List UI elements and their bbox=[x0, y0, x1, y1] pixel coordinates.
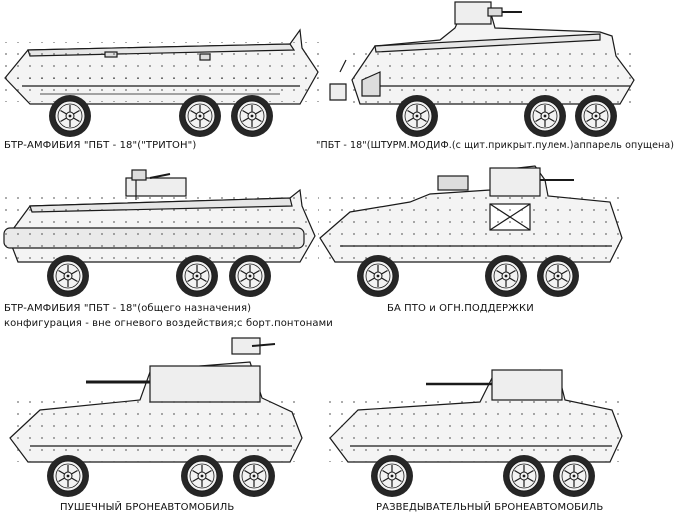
caption-gun-car: ПУШЕЧНЫЙ БРОНЕАВТОМОБИЛЬ bbox=[60, 502, 235, 513]
caption-general-line1: БТР-АМФИБИЯ "ПБТ - 18"(общего назначения… bbox=[4, 303, 252, 314]
caption-recon-car: РАЗВЕДЫВАТЕЛЬНЫЙ БРОНЕАВТОМОБИЛЬ bbox=[376, 502, 604, 513]
vehicle-gun-car bbox=[8, 337, 304, 463]
caption-support: БА ПТО и ОГН.ПОДДЕРЖКИ bbox=[387, 303, 534, 314]
vehicle-assault bbox=[329, 1, 638, 105]
vehicle-general bbox=[3, 169, 316, 263]
caption-triton: БТР-АМФИБИЯ "ПБТ - 18"("ТРИТОН") bbox=[4, 140, 197, 151]
vehicle-support bbox=[318, 165, 624, 263]
caption-assault: "ПБТ - 18"(ШТУРМ.МОДИФ.(с щит.прикрыт.пу… bbox=[316, 140, 675, 151]
caption-general-line2: конфигурация - вне огневого воздействия;… bbox=[4, 318, 333, 329]
vehicle-recon-car bbox=[328, 369, 624, 463]
vehicle-triton bbox=[0, 28, 320, 105]
